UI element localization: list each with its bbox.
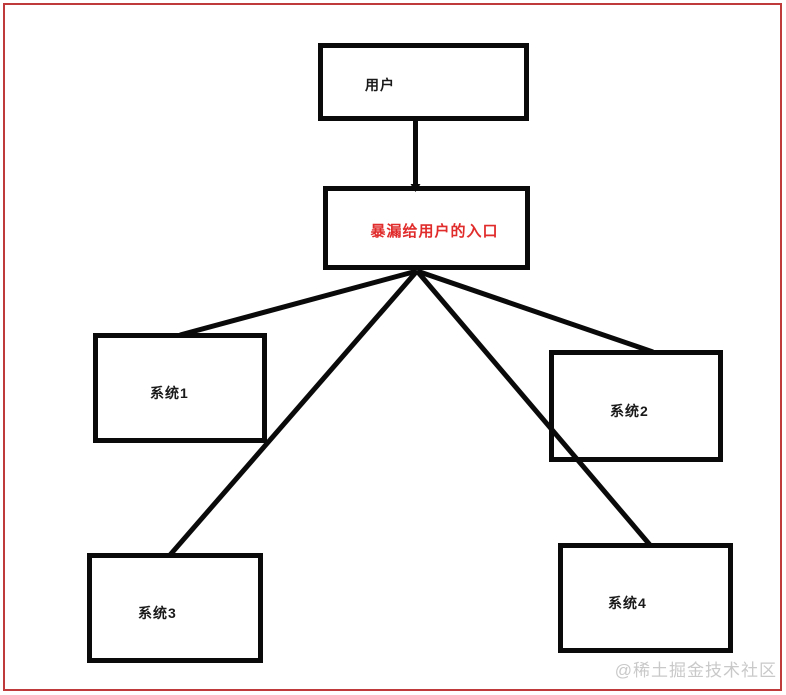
node-sys4-label: 系统4: [608, 595, 647, 611]
node-user: 用户: [318, 43, 529, 121]
node-sys3: 系统3: [87, 553, 263, 663]
node-user-label: 用户: [365, 77, 395, 93]
watermark: @稀土掘金技术社区: [614, 661, 777, 680]
node-sys3-label: 系统3: [138, 605, 177, 621]
node-sys4: 系统4: [558, 543, 733, 653]
node-entry: 暴漏给用户的入口: [323, 186, 530, 270]
node-sys1: 系统1: [93, 333, 267, 443]
edge-entry-sys1: [179, 268, 418, 338]
node-sys2-label: 系统2: [610, 403, 649, 419]
node-sys2: 系统2: [549, 350, 723, 462]
node-entry-label: 暴漏给用户的入口: [370, 222, 499, 240]
edge-entry-sys2: [416, 268, 654, 355]
node-sys1-label: 系统1: [150, 385, 189, 401]
